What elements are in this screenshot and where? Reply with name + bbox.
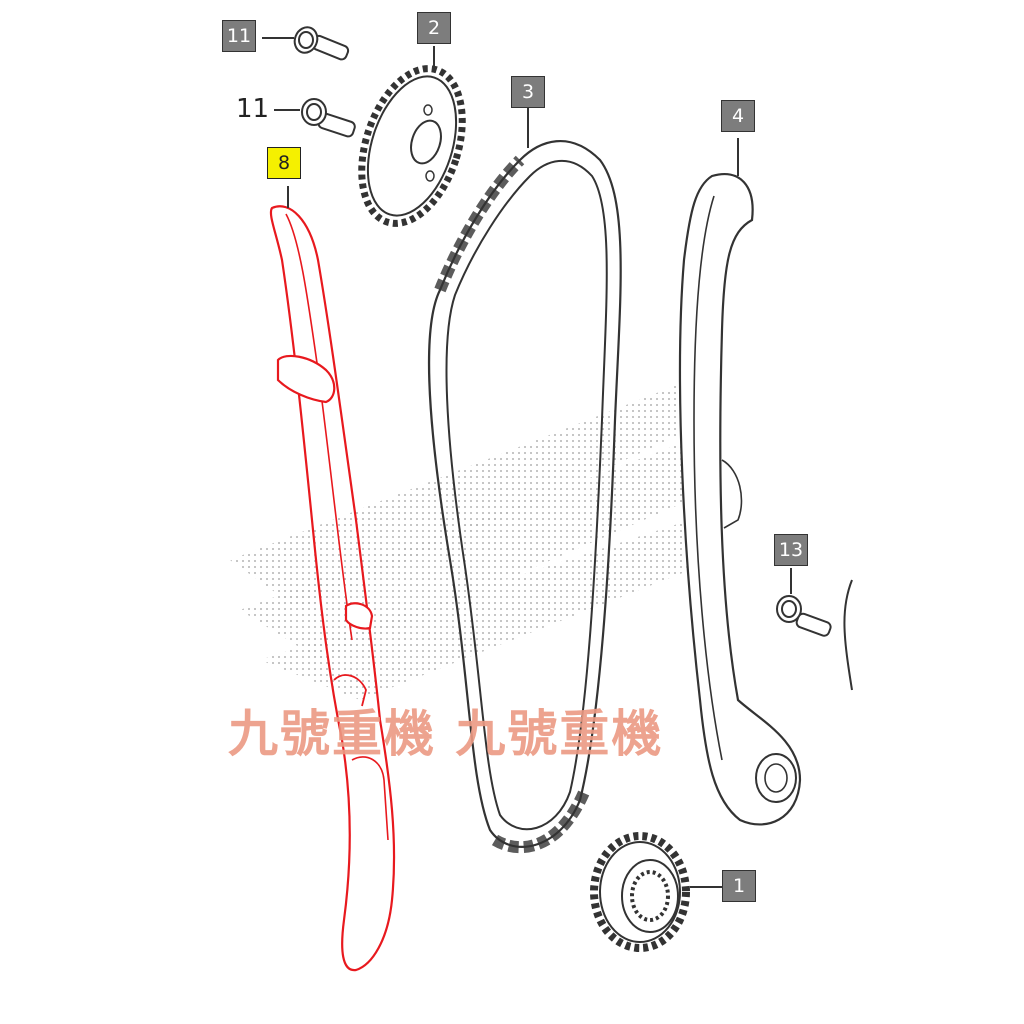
callout-4: 4 — [721, 100, 755, 132]
background-dotted-stripes — [230, 380, 690, 700]
bolt-13 — [776, 595, 832, 637]
bolt-11-lower — [301, 98, 356, 138]
cam-sprocket-2 — [358, 65, 466, 227]
watermark-text: 九號重機 九號重機 — [228, 705, 664, 763]
crank-sprocket-1 — [590, 832, 690, 952]
chain-guide-8-highlighted — [269, 205, 396, 972]
callout-2: 2 — [417, 12, 451, 44]
callout-1: 1 — [722, 870, 756, 902]
callout-3: 3 — [511, 76, 545, 108]
callout-11-upper: 11 — [222, 20, 256, 52]
callout-13: 13 — [774, 534, 808, 566]
tensioner-guide-4 — [678, 173, 802, 826]
callout-8-highlighted: 8 — [267, 147, 301, 179]
bolt-11-upper — [293, 26, 350, 61]
partial-housing-edge — [843, 579, 853, 691]
callout-11-lower: 11 — [236, 94, 270, 124]
timing-chain-3 — [428, 139, 622, 854]
